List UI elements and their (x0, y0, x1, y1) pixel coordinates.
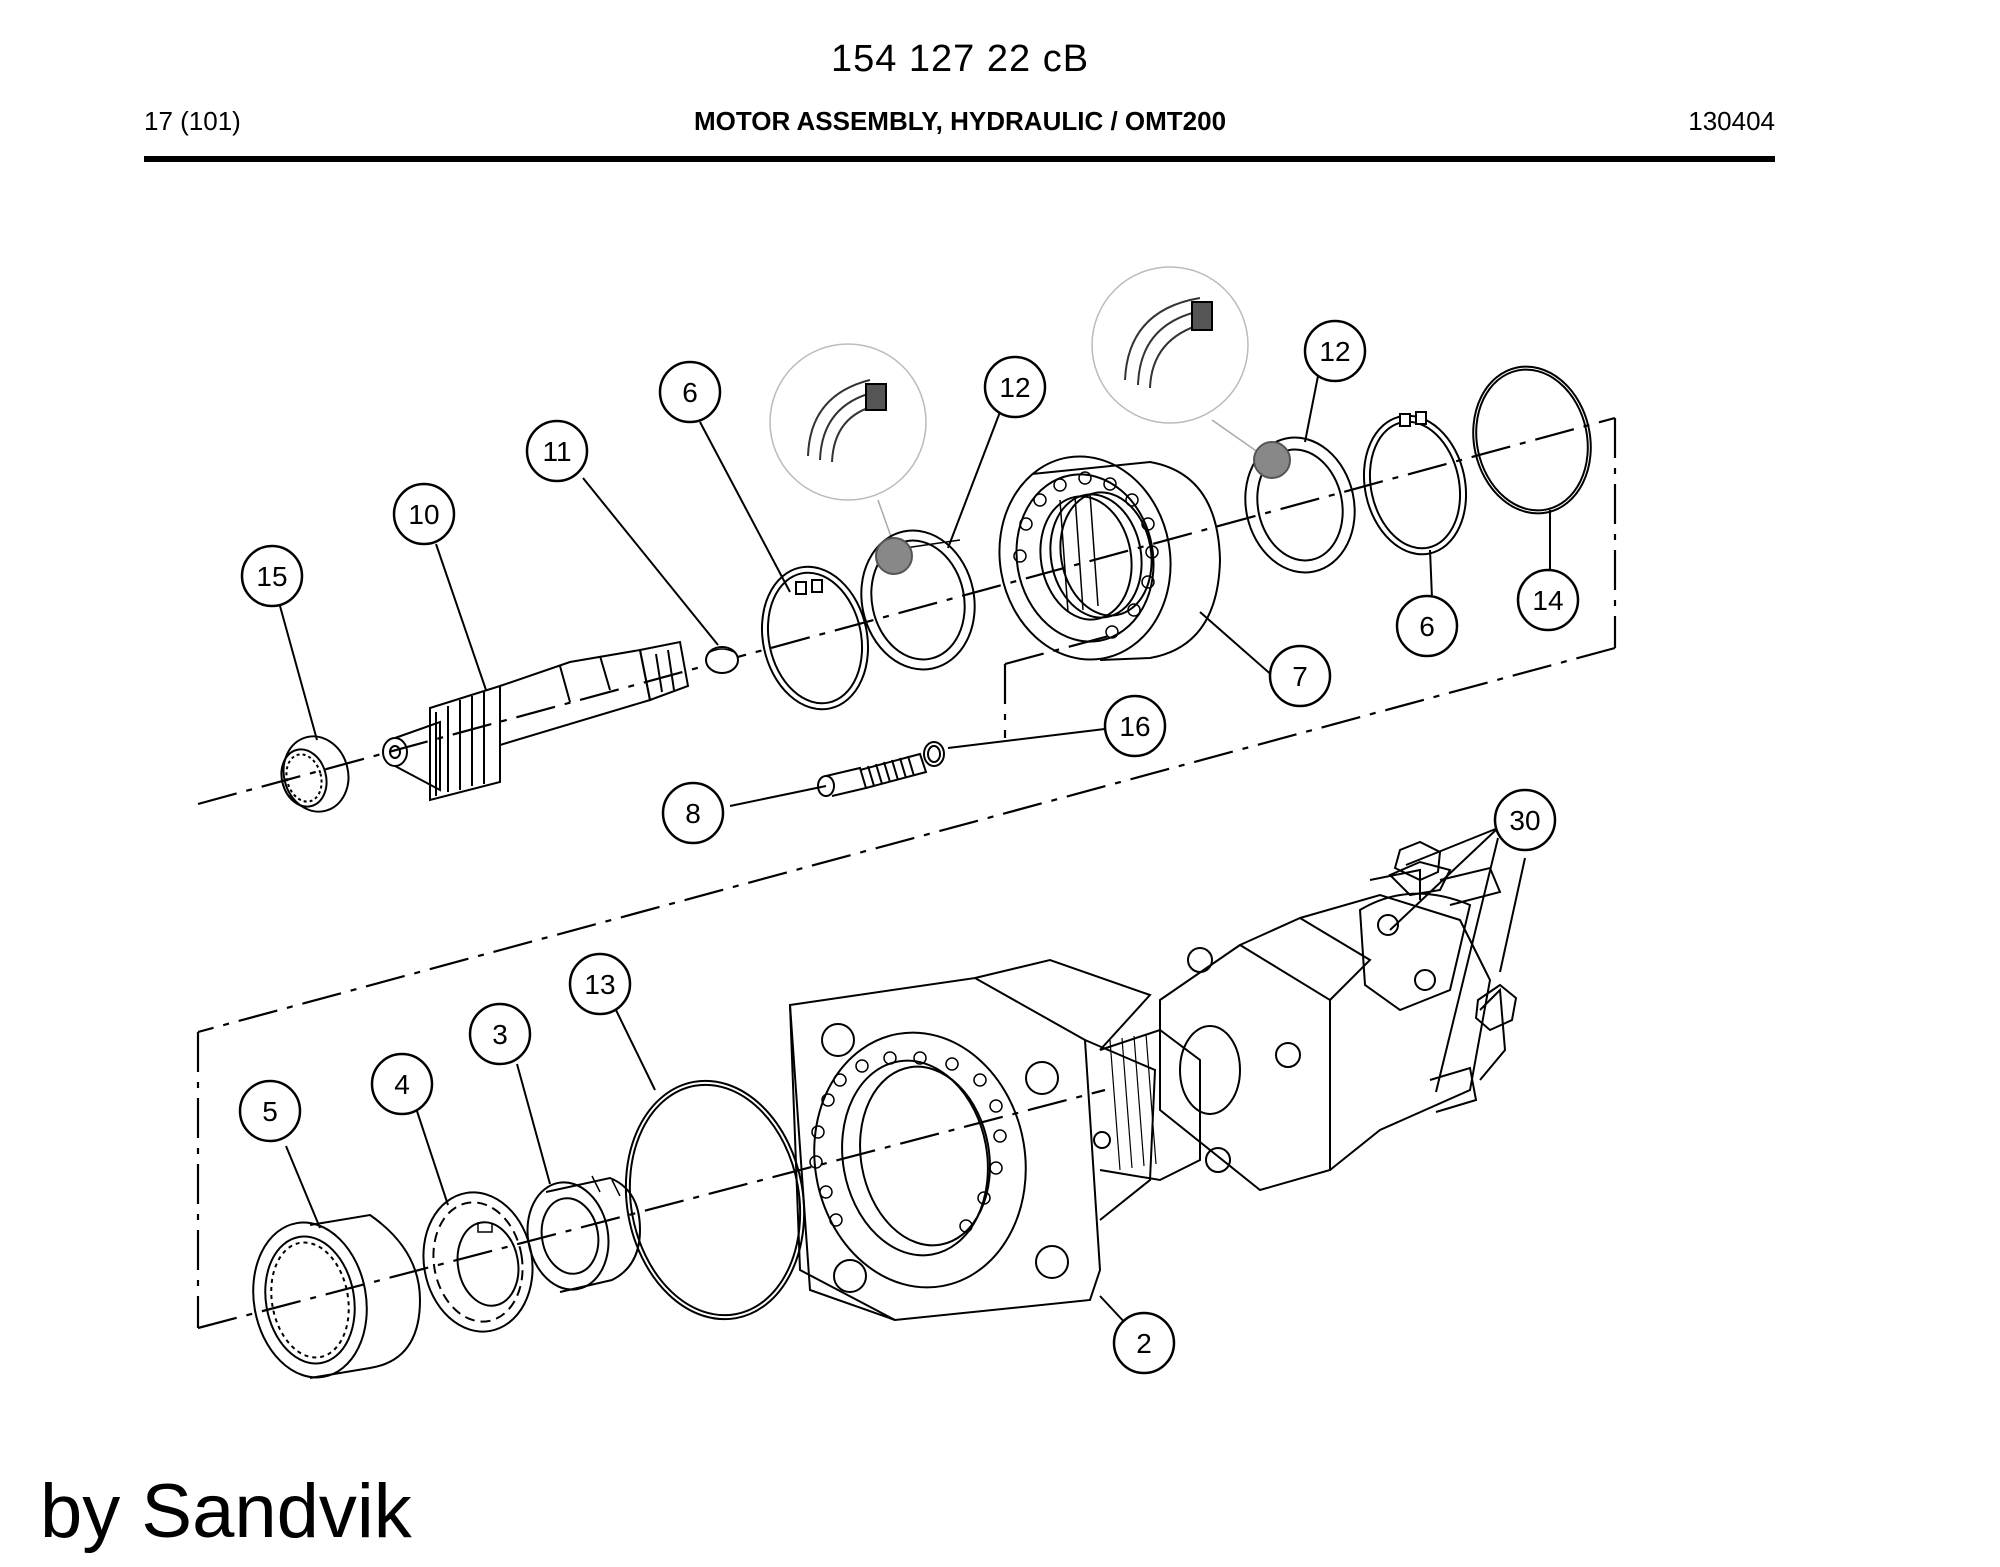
callout-label-12b: 12 (1319, 336, 1350, 367)
screw-part-8 (817, 752, 928, 797)
bearing-part-15 (280, 735, 350, 813)
callout-balloons (238, 319, 1580, 1375)
callout-label-13: 13 (584, 969, 615, 1000)
document-date: 130404 (1688, 106, 1775, 136)
snap-ring-part-6-right (1362, 411, 1468, 556)
bolt-hole-circle-7 (1013, 471, 1159, 639)
ball-part-11 (705, 646, 739, 674)
header-divider (144, 156, 1775, 162)
callout-label-10: 10 (408, 499, 439, 530)
callout-15 (240, 544, 304, 608)
callout-label-15: 15 (256, 561, 287, 592)
callout-16 (1103, 694, 1167, 758)
seal-ring-part-12-left (860, 529, 976, 671)
callout-label-12a: 12 (999, 372, 1030, 403)
lock-nut-part-3 (526, 1175, 642, 1293)
callout-3 (468, 1002, 532, 1066)
callout-label-3: 3 (492, 1019, 508, 1050)
document-number: 154 127 22 cB (830, 38, 1090, 80)
callout-label-2: 2 (1136, 1328, 1152, 1359)
seal-detail-magnifier-2 (1091, 266, 1263, 456)
callout-13 (568, 952, 632, 1016)
callout-7 (1268, 644, 1332, 708)
callout-label-4: 4 (394, 1069, 410, 1100)
callout-label-16: 16 (1119, 711, 1150, 742)
page-header: 154 127 22 cB 17 (101) MOTOR ASSEMBLY, H… (0, 0, 2000, 170)
callout-label-6b: 6 (1419, 611, 1435, 642)
callout-label-6a: 6 (682, 377, 698, 408)
seal-detail-magnifier-1 (769, 343, 927, 549)
callout-label-5: 5 (262, 1096, 278, 1127)
snap-ring-part-6-left (760, 565, 870, 711)
gearbox-flange-part-2 (788, 958, 1157, 1322)
callout-10 (392, 482, 456, 546)
pinion-shaft-part-10 (382, 640, 690, 802)
callout-30 (1493, 788, 1557, 852)
callout-label-30: 30 (1509, 805, 1540, 836)
callout-2 (1112, 1311, 1176, 1375)
page-number: 17 (101) (144, 106, 241, 136)
bearing-part-5 (252, 1213, 422, 1379)
callout-12b (1303, 319, 1367, 383)
callout-leader-lines (279, 375, 1551, 1327)
bearing-housing-part-7 (998, 455, 1222, 661)
washer-part-16 (923, 741, 945, 767)
credit-text: by Sandvik (40, 1469, 412, 1554)
callout-labels: 15 10 11 6 12 12 7 6 14 16 8 30 13 3 4 5… (256, 336, 1563, 1359)
seal-ring-part-12-right (1244, 436, 1356, 574)
callout-6b (1395, 594, 1459, 658)
callout-label-8: 8 (685, 798, 701, 829)
callout-label-14: 14 (1532, 585, 1563, 616)
o-ring-part-13 (624, 1079, 806, 1321)
callout-5 (238, 1079, 302, 1143)
callout-4 (370, 1052, 434, 1116)
page-title: MOTOR ASSEMBLY, HYDRAULIC / OMT200 (693, 106, 1227, 136)
bolt-hole-circle-2 (809, 1051, 1007, 1233)
callout-8 (661, 781, 725, 845)
lock-washer-part-4 (422, 1191, 534, 1333)
callout-14 (1516, 568, 1580, 632)
assembly-axis-lines (196, 416, 1617, 1330)
callout-6a (658, 360, 722, 424)
callout-label-7: 7 (1292, 661, 1308, 692)
hydraulic-motor-omt200 (1099, 840, 1518, 1192)
o-ring-part-14 (1472, 365, 1592, 515)
callout-11 (525, 419, 589, 483)
callout-12a (983, 355, 1047, 419)
callout-label-11: 11 (542, 436, 571, 467)
